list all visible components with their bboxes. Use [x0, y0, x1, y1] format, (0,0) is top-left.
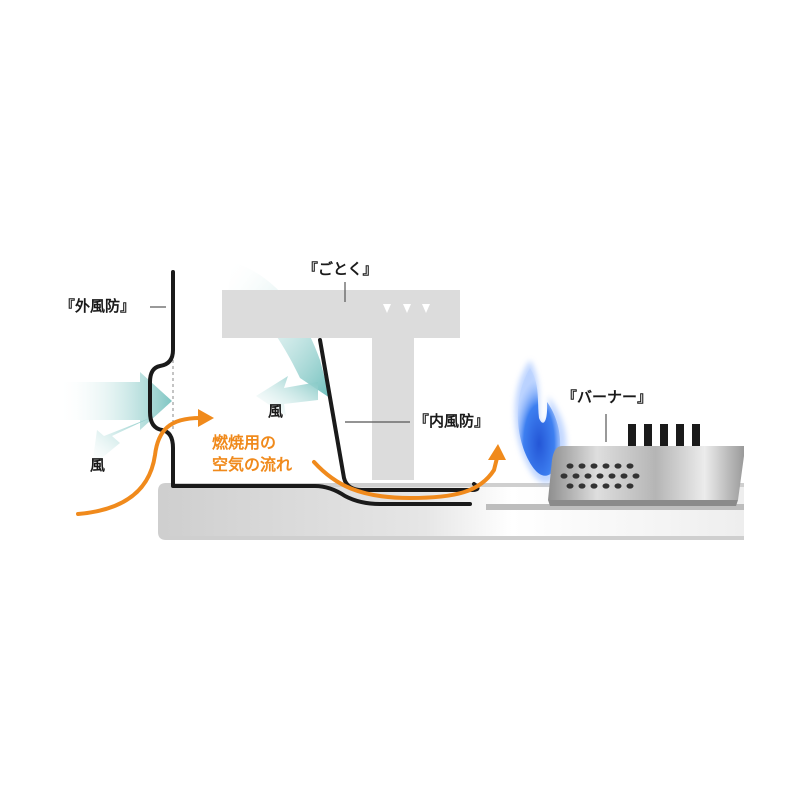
combustion-air-arrow [76, 409, 506, 516]
wind-left-label: 風 [90, 456, 106, 474]
gotoku-trivet [222, 290, 460, 480]
gotoku-label: 『ごとく』 [303, 260, 378, 278]
burner-flame [514, 360, 567, 484]
burner-port-holes [560, 463, 640, 489]
inner-windguard-label: 『内風防』 [414, 412, 490, 430]
wind-center-label: 風 [268, 402, 284, 420]
burner-body [548, 424, 744, 506]
combustion-air-label: 燃焼用の 空気の流れ [212, 432, 292, 476]
combustion-air-label-line2: 空気の流れ [212, 455, 293, 474]
leader-lines [150, 282, 607, 442]
wind-left-stream [58, 372, 172, 466]
outer-windguard-label: 『外風防』 [60, 297, 136, 315]
wind-top-stream [228, 262, 330, 416]
combustion-air-label-line1: 燃焼用の [212, 433, 277, 452]
burner-label: 『バーナー』 [562, 388, 653, 406]
